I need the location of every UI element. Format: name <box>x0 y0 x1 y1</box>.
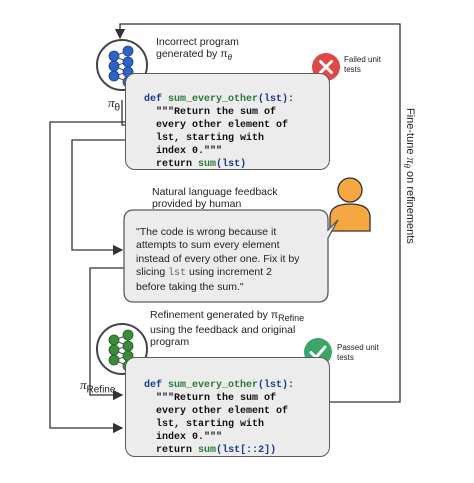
code1-text: def sum_every_other(lst): """Return the … <box>144 94 295 170</box>
incorrect-code-box: def sum_every_other(lst): """Return the … <box>125 73 330 170</box>
incorrect-program-caption: Incorrect program generated by πθ <box>156 36 239 63</box>
feedback-bubble <box>123 209 339 303</box>
finetune-side-label: Fine-tune πθ on refinements <box>401 108 418 244</box>
passed-unit-tests-label: Passed unit tests <box>337 343 379 362</box>
human-person <box>326 173 374 235</box>
feedback-to-refine-line <box>89 267 125 401</box>
refine-model-label: πRefine <box>80 377 116 396</box>
code2-text: def sum_every_other(lst): """Return the … <box>144 380 295 456</box>
feedback-caption: Natural language feedback provided by hu… <box>152 186 278 210</box>
finetune-loop-line <box>114 23 401 403</box>
failed-unit-tests-label: Failed unit tests <box>344 55 381 74</box>
feedback-text: "The code is wrong because it attempts t… <box>136 226 300 293</box>
top-model-label: πθ <box>108 95 121 114</box>
code1-to-refine-line <box>49 121 125 434</box>
code1-to-feedback-line <box>71 139 125 256</box>
connector-lines <box>49 23 401 434</box>
person-icon <box>329 177 371 232</box>
refined-code-box: def sum_every_other(lst): """Return the … <box>125 357 330 457</box>
refinement-caption: Refinement generated by πRefine using th… <box>150 309 305 349</box>
